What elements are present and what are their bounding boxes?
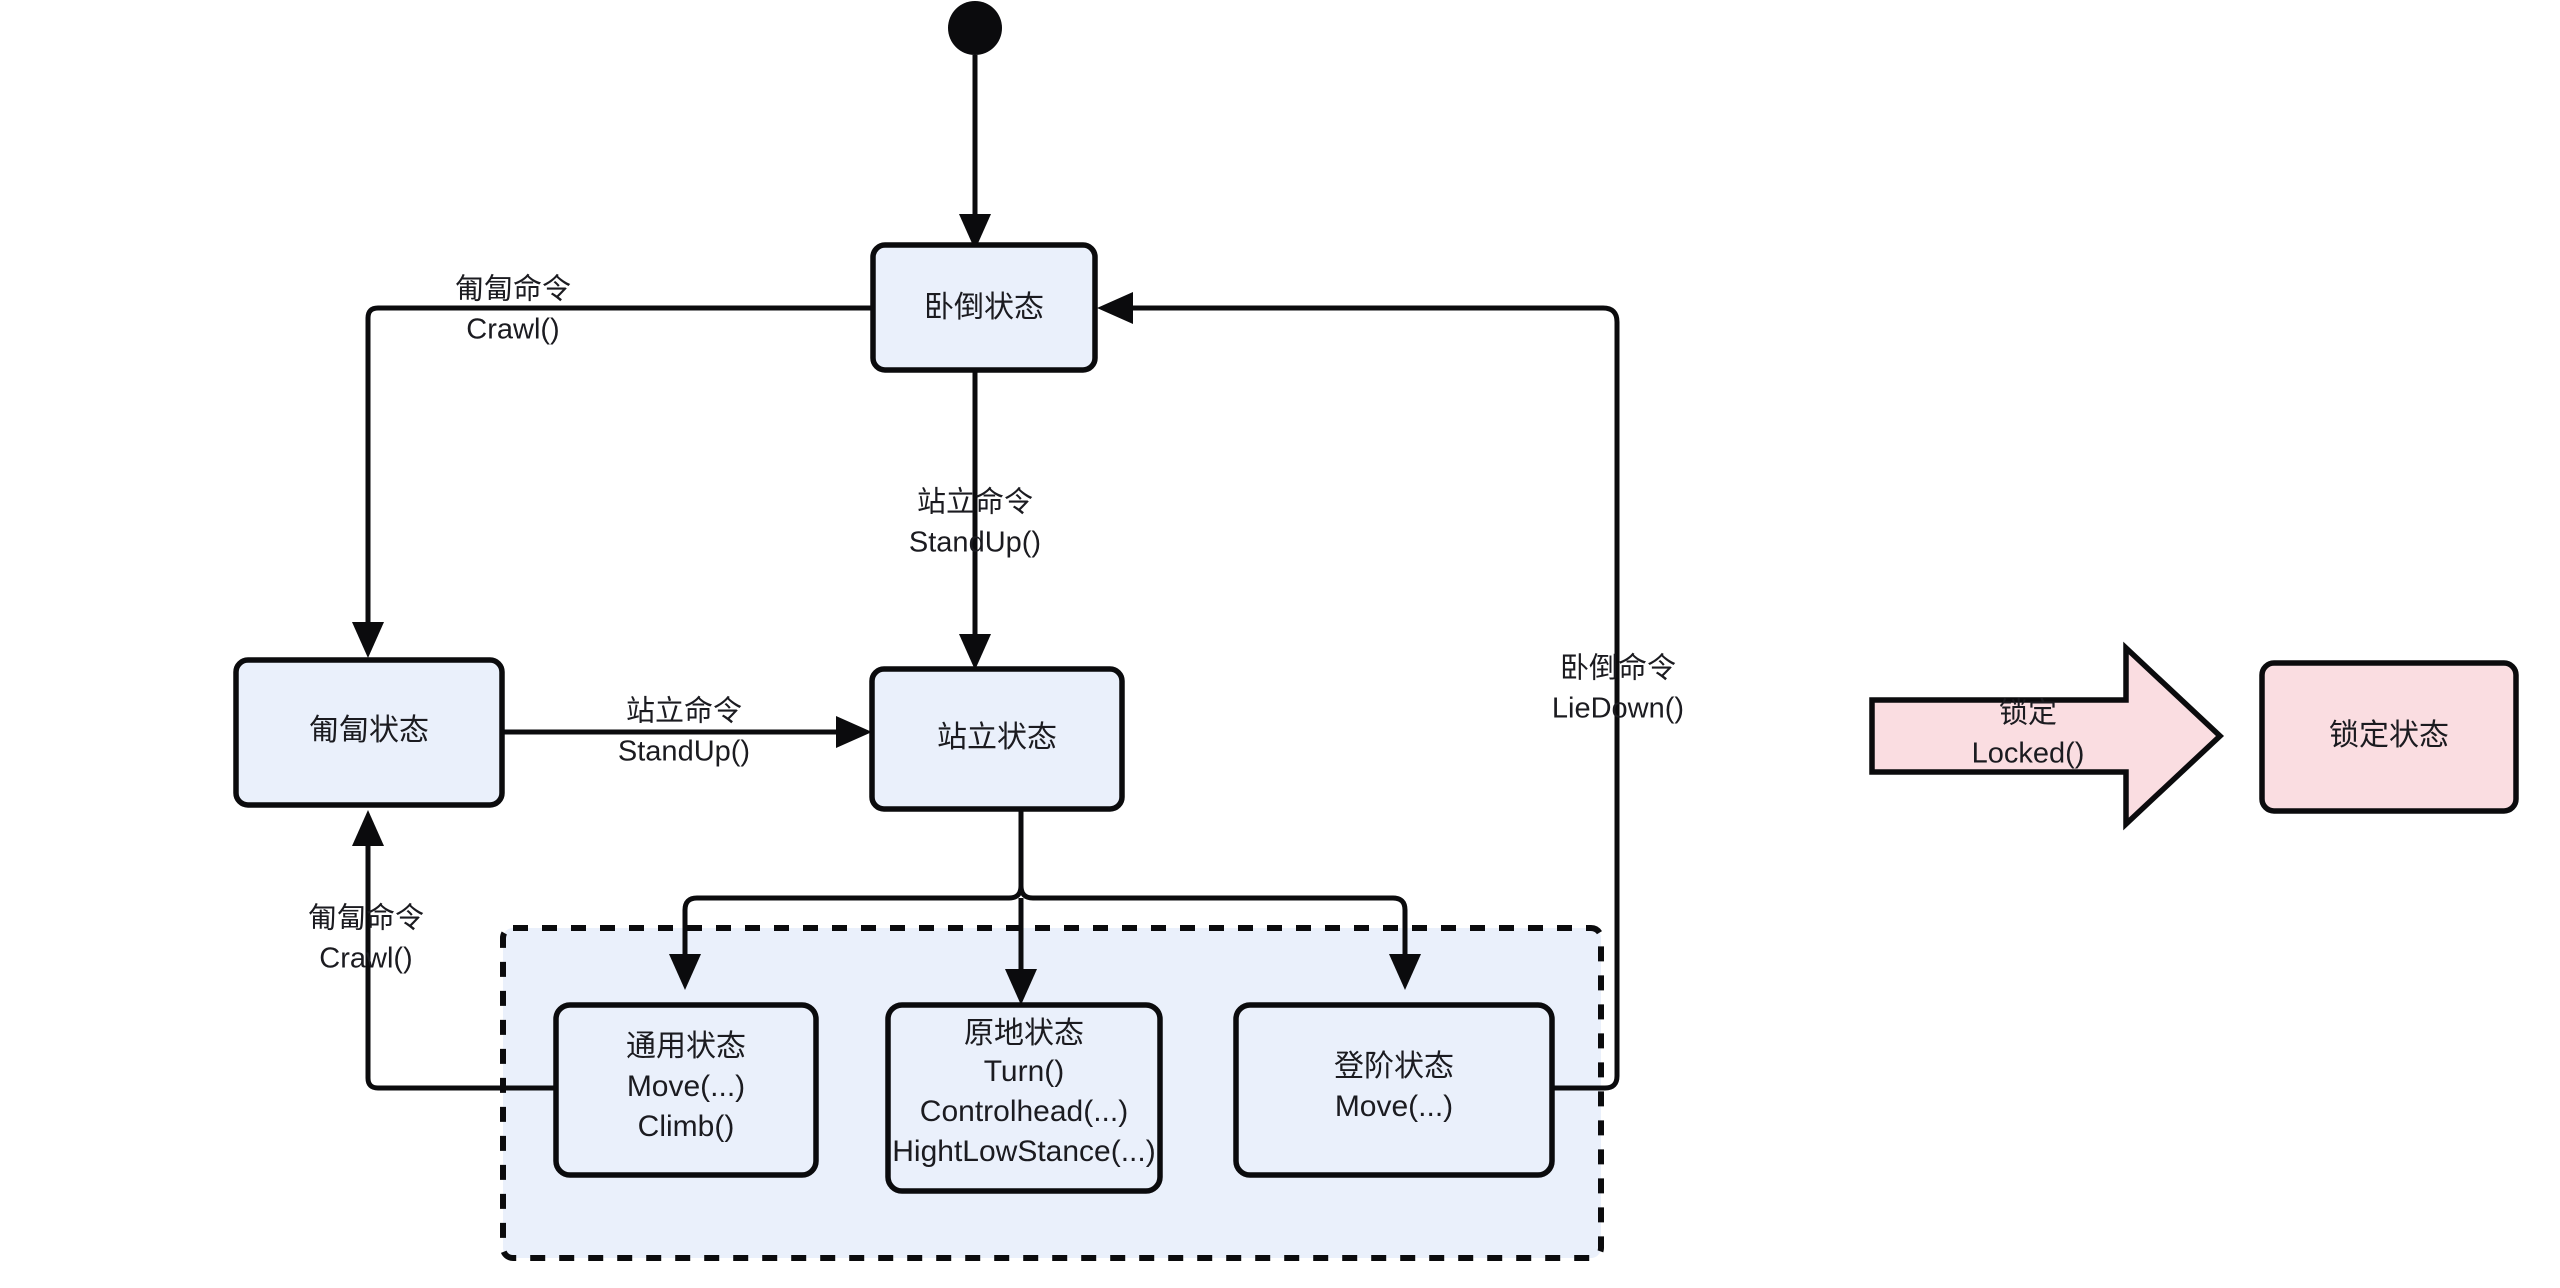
state-label-stair: 登阶状态 (1334, 1050, 1454, 1083)
state-label-lie: 卧倒状态 (924, 291, 1044, 324)
svg-text:Crawl(): Crawl() (466, 314, 559, 346)
state-method-inplace-stance: HightLowStance(...) (892, 1135, 1155, 1168)
edge-label-stair-to-lie: 卧倒命令 LieDown() (1552, 652, 1684, 725)
edge-start-to-lie (959, 55, 991, 250)
state-box-lie[interactable] (870, 242, 1098, 373)
state-node-common[interactable]: 通用状态 Move(...) Climb() (553, 1002, 819, 1178)
state-label-crawl: 匍匐状态 (309, 714, 429, 747)
svg-text:卧倒命令: 卧倒命令 (1560, 652, 1676, 685)
svg-text:LieDown(): LieDown() (1552, 693, 1684, 725)
state-label-common: 通用状态 (626, 1030, 746, 1063)
state-node-inplace[interactable]: 原地状态 Turn() Controlhead(...) HightLowSta… (885, 1002, 1163, 1194)
edge-lie-to-stand (959, 368, 991, 670)
svg-text:匍匐命令: 匍匐命令 (455, 273, 571, 306)
state-label-inplace: 原地状态 (964, 1017, 1084, 1050)
state-node-lie[interactable]: 卧倒状态 (870, 242, 1098, 373)
state-label-locked: 锁定状态 (2329, 719, 2449, 752)
edge-label-lie-to-stand: 站立命令 StandUp() (909, 486, 1041, 559)
state-box-crawl[interactable] (233, 657, 505, 808)
state-label-stand: 站立状态 (937, 721, 1057, 754)
start-node (948, 1, 1002, 55)
locked-arrow-shape[interactable]: 锁定 Locked() (1869, 641, 2225, 831)
edge-lie-to-crawl (352, 305, 873, 658)
svg-text:StandUp(): StandUp() (909, 527, 1041, 559)
state-node-locked[interactable]: 锁定状态 (2259, 660, 2519, 814)
state-method-common-climb: Climb() (638, 1110, 735, 1143)
svg-text:匍匐命令: 匍匐命令 (308, 902, 424, 935)
state-node-crawl[interactable]: 匍匐状态 (233, 657, 505, 808)
svg-text:站立命令: 站立命令 (626, 695, 742, 728)
edge-crawl-to-stand (502, 716, 872, 748)
svg-text:Crawl(): Crawl() (319, 943, 412, 975)
state-node-stair[interactable]: 登阶状态 Move(...) (1233, 1002, 1555, 1178)
locked-arrow-label-cn: 锁定 (1999, 697, 2057, 730)
locked-arrow-label-en: Locked() (1972, 738, 2085, 770)
state-method-inplace-turn: Turn() (984, 1055, 1065, 1088)
state-box-common[interactable] (553, 1002, 819, 1178)
state-box-inplace[interactable] (885, 1002, 1163, 1194)
state-box-stair[interactable] (1233, 1002, 1555, 1178)
svg-text:站立命令: 站立命令 (917, 486, 1033, 519)
locked-arrow-polygon[interactable] (1869, 641, 2225, 831)
edge-stair-to-lie (1097, 292, 1620, 1091)
state-node-stand[interactable]: 站立状态 (869, 666, 1125, 812)
edge-label-lie-to-crawl: 匍匐命令 Crawl() (455, 273, 571, 346)
svg-text:StandUp(): StandUp() (618, 736, 750, 768)
state-box-locked[interactable] (2259, 660, 2519, 814)
edge-label-crawl-to-stand: 站立命令 StandUp() (618, 695, 750, 768)
state-box-stand[interactable] (869, 666, 1125, 812)
state-method-common-move: Move(...) (627, 1070, 745, 1103)
state-method-inplace-controlhead: Controlhead(...) (920, 1095, 1128, 1128)
edge-common-to-crawl (352, 810, 555, 1091)
state-method-stair-move: Move(...) (1335, 1090, 1453, 1123)
edge-label-common-to-crawl: 匍匐命令 Crawl() (308, 902, 424, 975)
edge-stand-to-substates (669, 808, 1421, 1005)
